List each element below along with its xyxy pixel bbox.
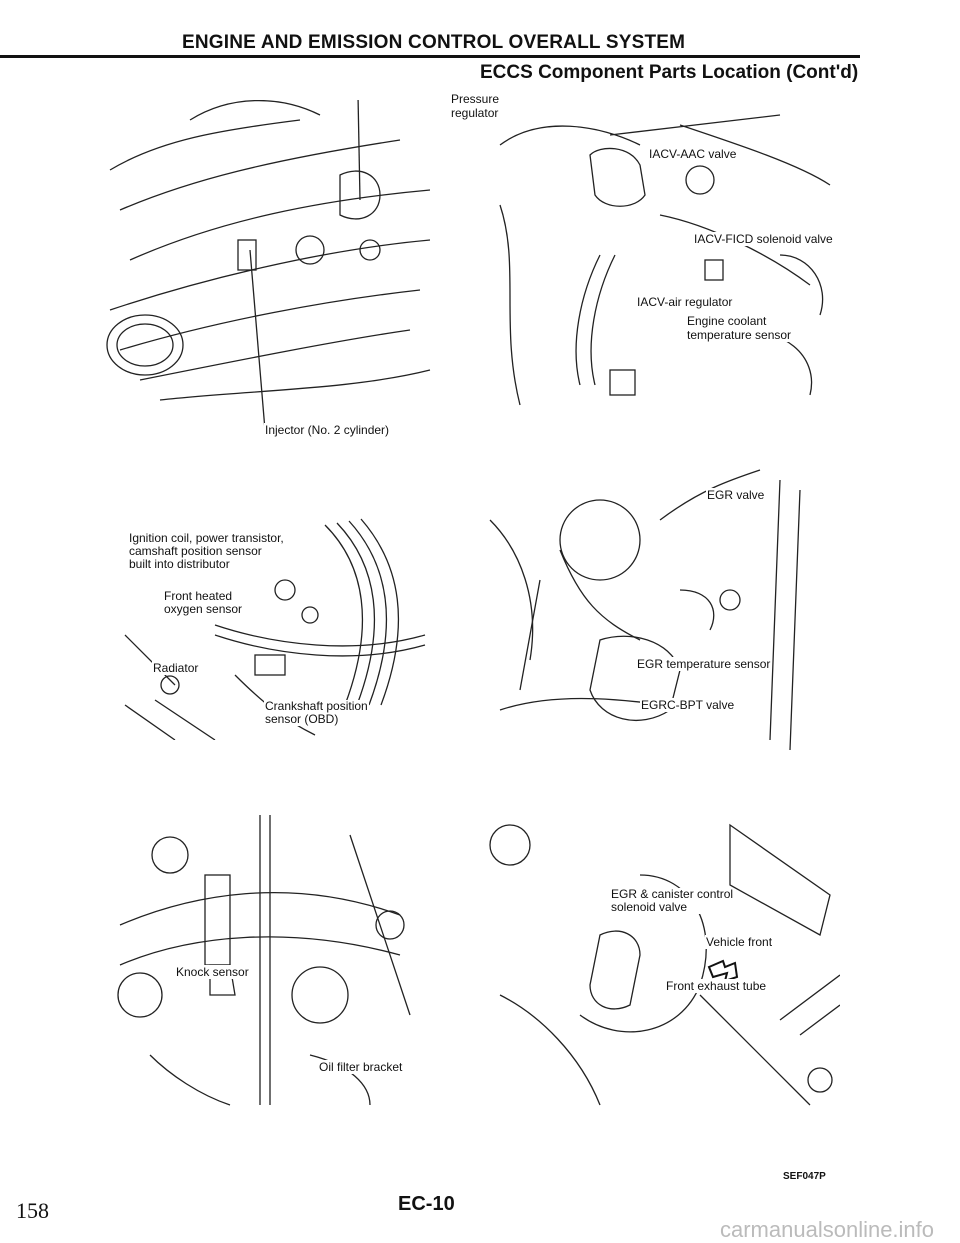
label-vehicle-front: Vehicle front bbox=[705, 935, 774, 949]
label-iacv-air-regulator: IACV-air regulator bbox=[636, 295, 734, 309]
label-egr-temperature-sensor: EGR temperature sensor bbox=[636, 657, 772, 671]
label-iacv-aac-valve: IACV-AAC valve bbox=[648, 147, 738, 161]
label-injector: Injector (No. 2 cylinder) bbox=[264, 423, 391, 437]
header-rule bbox=[0, 55, 860, 58]
label-radiator: Radiator bbox=[152, 661, 200, 675]
page-subtitle: ECCS Component Parts Location (Cont'd) bbox=[480, 62, 859, 83]
figure-code: SEF047P bbox=[783, 1171, 826, 1182]
engine-illustration bbox=[489, 469, 801, 751]
section-title: ENGINE AND EMISSION CONTROL OVERALL SYST… bbox=[182, 32, 686, 53]
label-front-exhaust-tube: Front exhaust tube bbox=[665, 979, 768, 993]
label-oil-filter-bracket: Oil filter bracket bbox=[318, 1060, 404, 1074]
page-number: 158 bbox=[16, 1198, 49, 1223]
vehicle-front-arrow-icon bbox=[707, 959, 739, 983]
engine-illustration bbox=[499, 114, 831, 406]
engine-illustration bbox=[117, 815, 411, 1106]
label-knock-sensor: Knock sensor bbox=[175, 965, 250, 979]
engine-illustration bbox=[106, 100, 431, 431]
label-ignition-coil: Ignition coil, power transistor,camshaft… bbox=[128, 531, 285, 571]
engine-illustration bbox=[489, 823, 840, 1106]
engine-illustration bbox=[124, 518, 426, 740]
label-egrc-bpt-valve: EGRC-BPT valve bbox=[640, 698, 736, 712]
page-code: EC-10 bbox=[398, 1193, 455, 1215]
label-iacv-ficd-solenoid-valve: IACV-FICD solenoid valve bbox=[693, 232, 834, 246]
label-egr-valve: EGR valve bbox=[706, 488, 766, 502]
watermark: carmanualsonline.info bbox=[720, 1217, 935, 1242]
